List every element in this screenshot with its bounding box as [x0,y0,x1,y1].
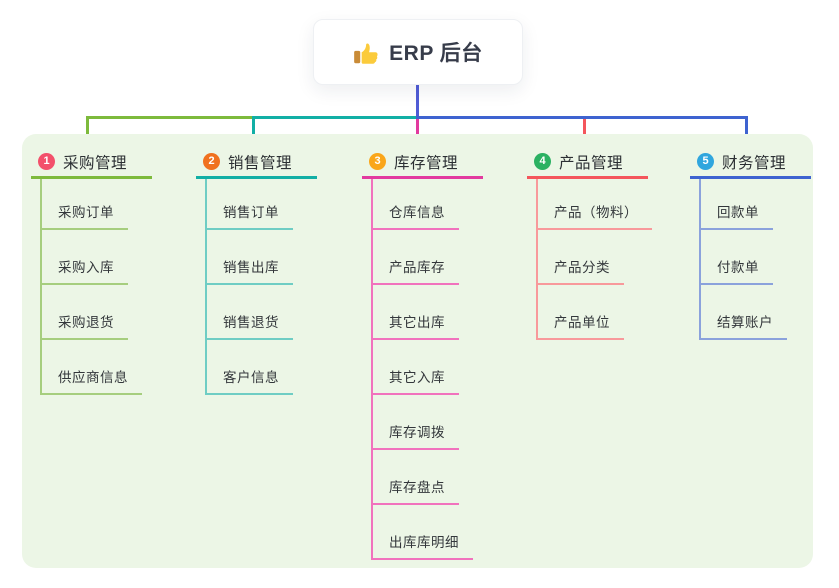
branch-children: 销售订单 销售出库 销售退货 客户信息 [205,179,293,395]
child-node[interactable]: 库存盘点 [373,450,459,505]
branch-number-badge: 5 [697,153,714,170]
branch-title[interactable]: 2 销售管理 [196,147,317,179]
child-node[interactable]: 其它出库 [373,285,459,340]
branch-children: 产品（物料） 产品分类 产品单位 [536,179,652,340]
branch-sales-management: 2 销售管理 销售订单 销售出库 销售退货 客户信息 [196,147,317,395]
child-node[interactable]: 出库库明细 [373,505,473,560]
branch-connector-stub [86,117,89,143]
branch-number-badge: 4 [534,153,551,170]
branch-number-badge: 3 [369,153,386,170]
branch-connector-stub [745,117,748,143]
child-node[interactable]: 采购入库 [42,230,128,285]
child-node[interactable]: 产品单位 [538,285,624,340]
branch-children: 仓库信息 产品库存 其它出库 其它入库 库存调拨 库存盘点 出库库明细 [371,179,473,560]
child-node[interactable]: 销售退货 [207,285,293,340]
child-node[interactable]: 结算账户 [701,285,787,340]
connector-bus-segment [86,116,255,119]
root-node[interactable]: ERP 后台 [313,19,523,85]
branch-title-label: 财务管理 [722,154,787,172]
child-node[interactable]: 付款单 [701,230,773,285]
branch-finance-management: 5 财务管理 回款单 付款单 结算账户 [690,147,811,340]
thumbs-up-icon [353,39,379,65]
branch-connector-stub [252,117,255,143]
branch-children: 回款单 付款单 结算账户 [699,179,787,340]
child-node[interactable]: 库存调拨 [373,395,459,450]
child-node[interactable]: 采购订单 [42,179,128,230]
child-node[interactable]: 产品库存 [373,230,459,285]
branch-purchase-management: 1 采购管理 采购订单 采购入库 采购退货 供应商信息 [31,147,152,395]
branch-connector-stub [416,117,419,143]
branch-connector-stub [583,117,586,143]
branch-inventory-management: 3 库存管理 仓库信息 产品库存 其它出库 其它入库 库存调拨 库存盘点 出库库… [362,147,483,560]
branch-title-label: 采购管理 [63,154,128,172]
child-node[interactable]: 采购退货 [42,285,128,340]
child-node[interactable]: 产品分类 [538,230,624,285]
branch-title[interactable]: 3 库存管理 [362,147,483,179]
branch-title-label: 销售管理 [228,154,293,172]
branch-title-label: 库存管理 [394,154,459,172]
branch-title[interactable]: 1 采购管理 [31,147,152,179]
branch-title-label: 产品管理 [559,154,624,172]
connector-bus-segment [416,116,748,119]
root-node-label: ERP 后台 [389,42,483,65]
child-node[interactable]: 销售订单 [207,179,293,230]
connector-bus-segment [252,116,419,119]
branch-number-badge: 2 [203,153,220,170]
child-node[interactable]: 客户信息 [207,340,293,395]
root-connector-line [416,85,419,118]
child-node[interactable]: 供应商信息 [42,340,142,395]
child-node[interactable]: 销售出库 [207,230,293,285]
branch-title[interactable]: 4 产品管理 [527,147,648,179]
branches-background-panel [22,134,813,568]
child-node[interactable]: 仓库信息 [373,179,459,230]
branch-product-management: 4 产品管理 产品（物料） 产品分类 产品单位 [527,147,652,340]
child-node[interactable]: 产品（物料） [538,179,652,230]
branch-title[interactable]: 5 财务管理 [690,147,811,179]
branch-number-badge: 1 [38,153,55,170]
child-node[interactable]: 回款单 [701,179,773,230]
branch-children: 采购订单 采购入库 采购退货 供应商信息 [40,179,142,395]
child-node[interactable]: 其它入库 [373,340,459,395]
